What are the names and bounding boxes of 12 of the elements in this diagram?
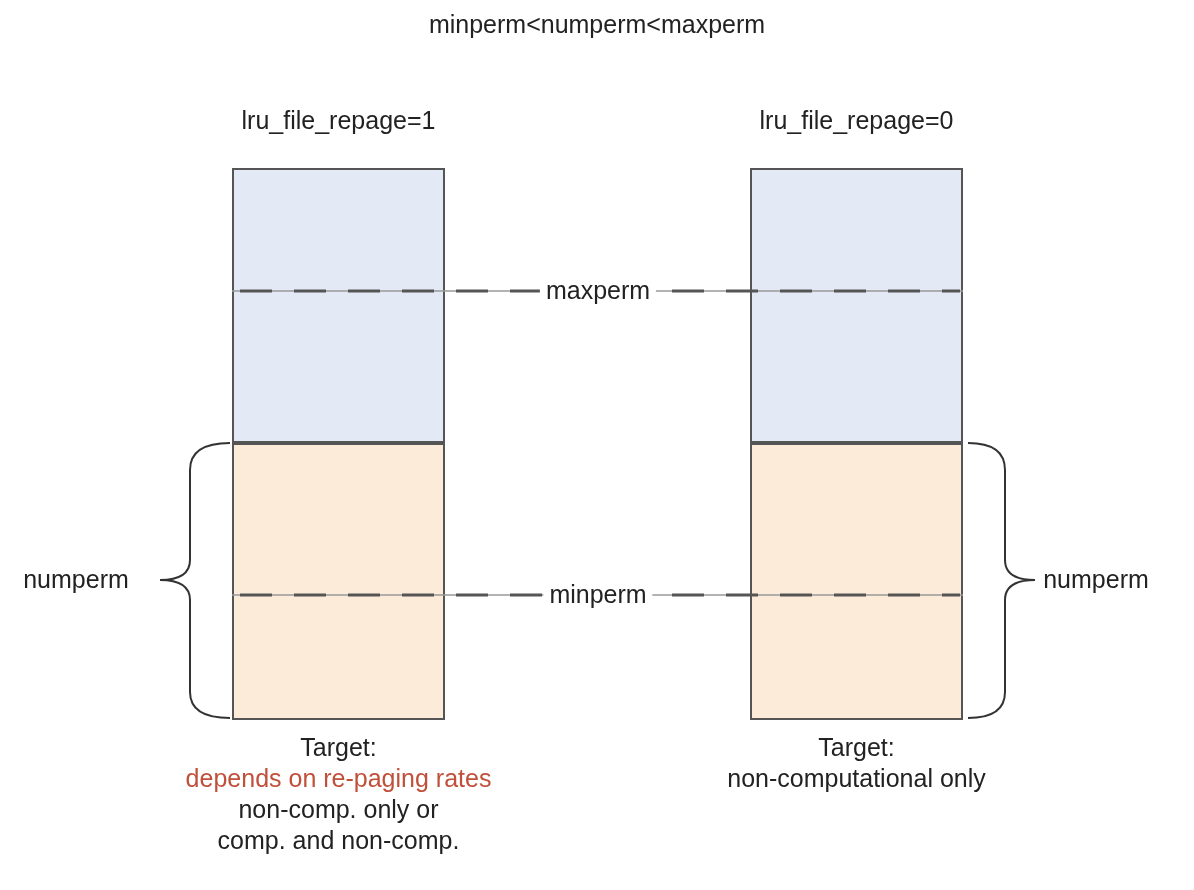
column-heading: lru_file_repage=0 xyxy=(758,105,955,136)
target-note: Target: xyxy=(299,732,378,763)
memory-region-box xyxy=(750,443,963,720)
title: minperm<numperm<maxperm xyxy=(427,9,767,40)
memory-region-box xyxy=(232,168,445,443)
target-note: Target: xyxy=(817,732,896,763)
memory-region-box xyxy=(232,443,445,720)
target-note: non-comp. only or comp. and non-comp. xyxy=(216,794,461,856)
target-note: depends on re-paging rates xyxy=(184,763,493,794)
column-heading: lru_file_repage=1 xyxy=(240,105,437,136)
memory-region-box xyxy=(750,168,963,443)
target-note: non-computational only xyxy=(726,763,987,794)
